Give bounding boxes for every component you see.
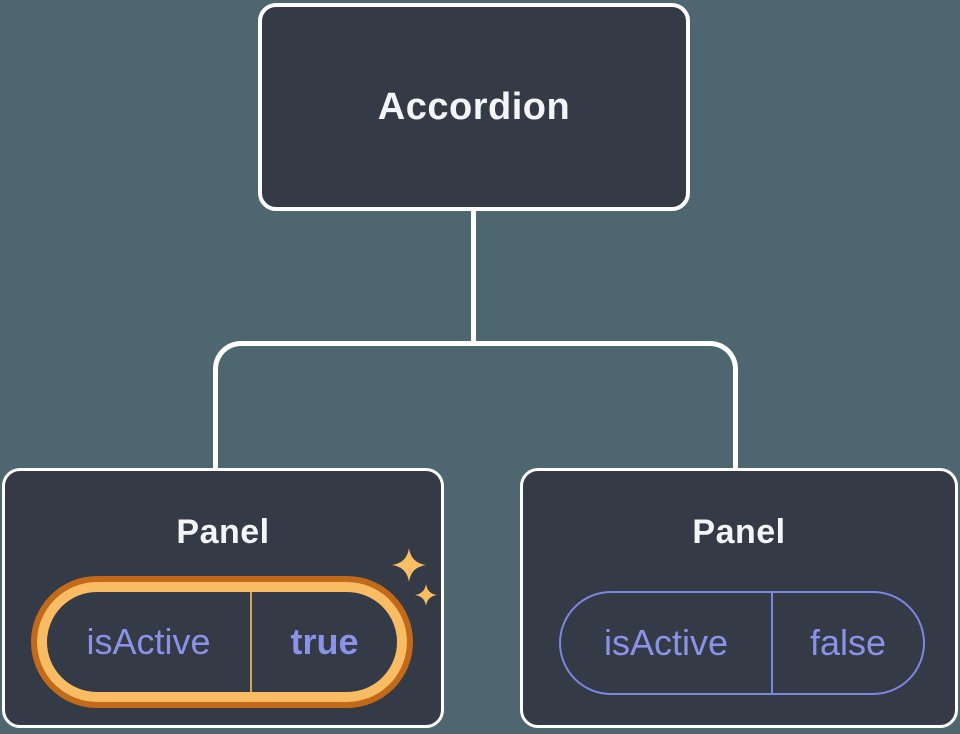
connector-stem <box>471 211 476 345</box>
prop-pill-default: isActive false <box>559 591 925 695</box>
prop-name: isActive <box>86 621 211 662</box>
accordion-node-label: Accordion <box>377 85 571 128</box>
prop-pill-highlighted: isActive true <box>37 582 407 702</box>
panel-label: Panel <box>176 513 270 551</box>
sparkles-icon <box>392 548 438 607</box>
panel-node-active: Panel isActive true <box>2 468 444 728</box>
prop-name: isActive <box>603 622 728 663</box>
connector-bracket <box>213 341 738 468</box>
panel-node-inactive: Panel isActive false <box>520 468 958 728</box>
accordion-node: Accordion <box>258 3 690 211</box>
panel-label: Panel <box>692 513 786 551</box>
prop-value: true <box>250 592 397 692</box>
prop-value: false <box>770 593 923 693</box>
